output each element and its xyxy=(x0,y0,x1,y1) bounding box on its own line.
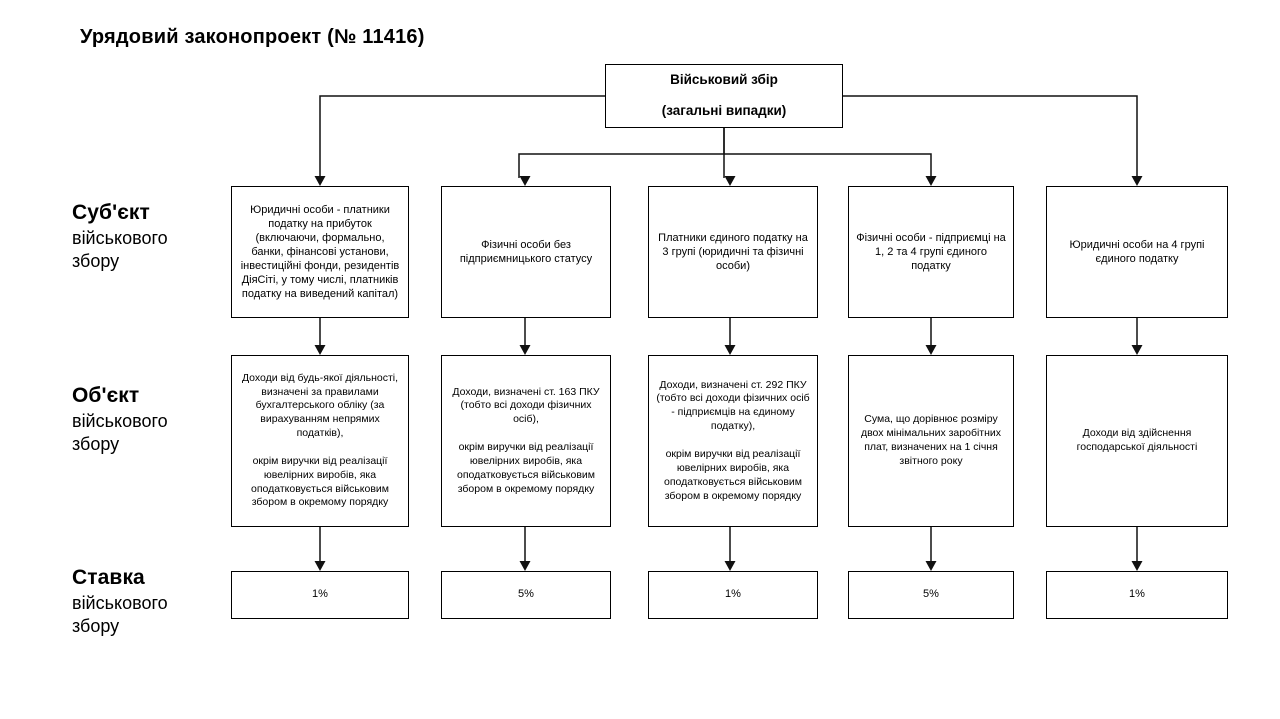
row-label-object-rest: військового збору xyxy=(72,410,168,454)
rate-box-2: 1% xyxy=(648,571,818,619)
subject-text-3: Фізичні особи - підприємці на 1, 2 та 4 … xyxy=(856,231,1006,273)
arrowhead-rate-3 xyxy=(925,561,937,571)
arrowhead-rate-2 xyxy=(724,561,736,571)
page-title: Урядовий законопроект (№ 11416) xyxy=(80,26,425,48)
arrowhead-subject-2 xyxy=(724,176,736,186)
rate-box-0: 1% xyxy=(231,571,409,619)
row-label-object-strong: Об'єкт xyxy=(72,384,140,407)
row-label-rate-rest: військового збору xyxy=(72,592,168,636)
rate-box-4: 1% xyxy=(1046,571,1228,619)
arrowhead-rate-0 xyxy=(314,561,326,571)
arrowhead-object-3 xyxy=(925,345,937,355)
arrowhead-object-4 xyxy=(1131,345,1143,355)
subject-box-4: Юридичні особи на 4 групі єдиного податк… xyxy=(1046,186,1228,318)
arrowhead-subject-0 xyxy=(314,176,326,186)
arrowhead-rate-1 xyxy=(519,561,531,571)
object-box-4: Доходи від здійснення господарської діял… xyxy=(1046,355,1228,527)
row-label-rate-strong: Ставка xyxy=(72,566,145,589)
rate-text-1: 5% xyxy=(518,588,534,601)
object-text-1: Доходи, визначені ст. 163 ПКУ (тобто всі… xyxy=(452,385,600,495)
rate-text-3: 5% xyxy=(923,588,939,601)
arrowhead-subject-3 xyxy=(925,176,937,186)
rate-box-3: 5% xyxy=(848,571,1014,619)
subject-box-3: Фізичні особи - підприємці на 1, 2 та 4 … xyxy=(848,186,1014,318)
arrowhead-object-2 xyxy=(724,345,736,355)
root-node-line1: Військовий збір xyxy=(670,72,778,88)
wire-root-to-col4 xyxy=(843,95,1138,178)
arrowhead-subject-1 xyxy=(519,176,531,186)
wire-root-to-col0 xyxy=(319,95,605,178)
rate-text-0: 1% xyxy=(312,588,328,601)
arrowhead-subject-4 xyxy=(1131,176,1143,186)
object-box-2: Доходи, визначені ст. 292 ПКУ (тобто всі… xyxy=(648,355,818,527)
object-box-1: Доходи, визначені ст. 163 ПКУ (тобто всі… xyxy=(441,355,611,527)
subject-box-2: Платники єдиного податку на 3 групі (юри… xyxy=(648,186,818,318)
object-text-4: Доходи від здійснення господарської діял… xyxy=(1076,427,1198,453)
row-label-subject-strong: Суб'єкт xyxy=(72,201,150,224)
wire-bus-to-col1 xyxy=(518,128,725,178)
subject-text-4: Юридичні особи на 4 групі єдиного податк… xyxy=(1069,238,1205,265)
subject-text-0: Юридичні особи - платники податку на при… xyxy=(240,203,400,301)
arrowhead-rate-4 xyxy=(1131,561,1143,571)
rate-box-1: 5% xyxy=(441,571,611,619)
row-label-subject-rest: військового збору xyxy=(72,227,168,271)
object-text-3: Сума, що дорівнює розміру двох мінімальн… xyxy=(860,413,1002,467)
subject-text-1: Фізичні особи без підприємницького стату… xyxy=(459,238,593,265)
object-box-3: Сума, що дорівнює розміру двох мінімальн… xyxy=(848,355,1014,527)
row-label-object: Об'єкт військового збору xyxy=(72,383,222,456)
arrowhead-object-1 xyxy=(519,345,531,355)
row-label-subject: Суб'єкт військового збору xyxy=(72,200,222,273)
subject-text-2: Платники єдиного податку на 3 групі (юри… xyxy=(658,231,808,273)
wire-bus-to-col3 xyxy=(724,153,932,178)
subject-box-1: Фізичні особи без підприємницького стату… xyxy=(441,186,611,318)
rate-text-2: 1% xyxy=(725,588,741,601)
object-box-0: Доходи від будь-якої діяльності, визначе… xyxy=(231,355,409,527)
root-node-military-levy: Військовий збір (загальні випадки) xyxy=(605,64,843,128)
object-text-2: Доходи, визначені ст. 292 ПКУ (тобто всі… xyxy=(656,378,810,502)
arrowhead-object-0 xyxy=(314,345,326,355)
rate-text-4: 1% xyxy=(1129,588,1145,601)
root-node-line2: (загальні випадки) xyxy=(661,103,787,119)
subject-box-0: Юридичні особи - платники податку на при… xyxy=(231,186,409,318)
object-text-0: Доходи від будь-якої діяльності, визначе… xyxy=(241,371,399,509)
row-label-rate: Ставка військового збору xyxy=(72,565,222,638)
